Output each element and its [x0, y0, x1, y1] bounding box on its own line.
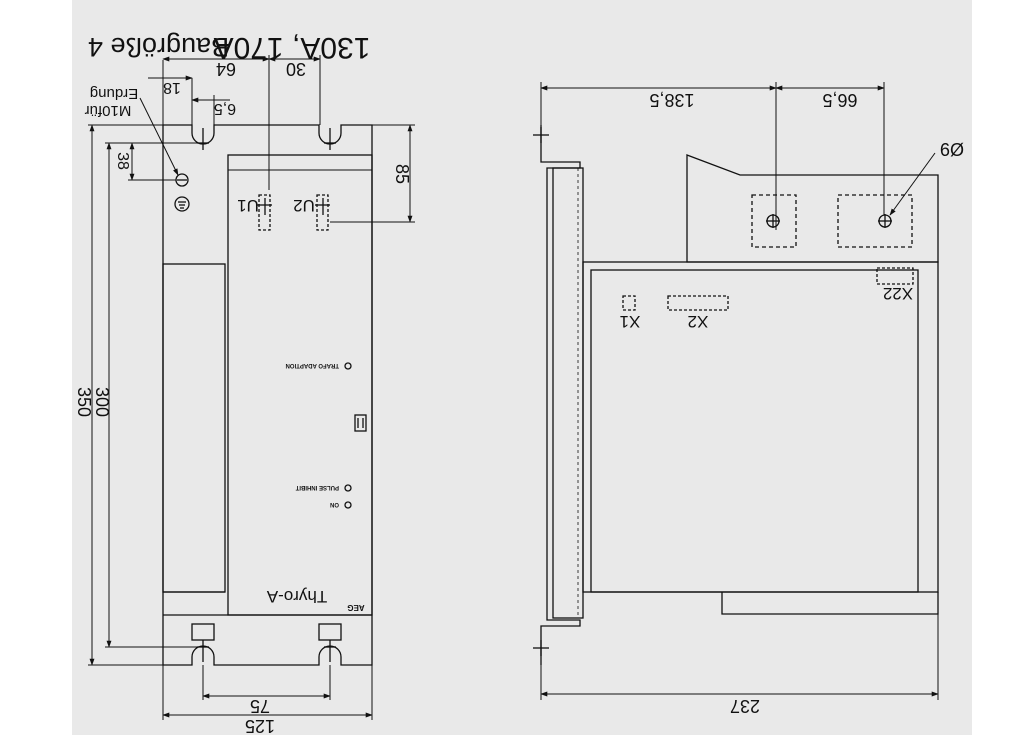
terminal-dashed-1 [751, 194, 797, 248]
terminal-housing [686, 154, 939, 263]
terminal-u2-label: U2 [293, 196, 315, 215]
mounting-bracket [540, 125, 581, 665]
front-view-labels: Erdung M10für 64 30 18 6,5 38 85 350 300… [74, 59, 412, 736]
led-trafo-icon [344, 362, 352, 370]
dip-switch-icon [354, 414, 367, 432]
side-view-labels: 138,5 66,5 237 Ø9 X1 X2 X22 [620, 90, 964, 716]
dim-66-5: 66,5 [822, 90, 857, 110]
dim-85: 85 [392, 164, 412, 184]
led-pulse-label: PULSE INHIBIT [295, 484, 339, 490]
dim-30: 30 [286, 59, 306, 79]
drawing-sheet [72, 0, 972, 735]
terminal-u2-box [316, 194, 329, 231]
product-name: Thyro-A [266, 587, 327, 606]
front-dimensions [88, 55, 415, 720]
terminal-dashed-2 [837, 194, 913, 248]
side-view [533, 82, 939, 700]
dim-6-5: 6,5 [214, 100, 236, 117]
brand-label: AEG [347, 603, 364, 612]
dim-300: 300 [92, 387, 112, 417]
earth-label: Erdung [90, 85, 138, 102]
dim-350: 350 [74, 387, 94, 417]
dim-38: 38 [114, 152, 131, 170]
connector-x1-box [622, 295, 636, 311]
connector-x1-label: X1 [620, 312, 641, 331]
led-on-label: ON [330, 501, 339, 507]
front-panel [590, 269, 919, 593]
dim-75: 75 [250, 696, 270, 716]
terminal-u1-box [258, 194, 271, 231]
dim-64: 64 [216, 59, 236, 79]
dim-138-5: 138,5 [649, 90, 694, 110]
lower-ledge [721, 592, 939, 615]
hole-label: Ø9 [940, 139, 964, 159]
side-dimensions [540, 82, 939, 700]
led-pulse-icon [344, 484, 352, 492]
dim-237: 237 [730, 696, 760, 716]
bolt-label: M10für [85, 102, 132, 119]
connector-x2-label: X2 [688, 312, 709, 331]
front-view [88, 55, 415, 720]
led-on-icon [344, 501, 352, 509]
led-trafo-label: TRAFO ADAPTION [286, 362, 339, 368]
dim-125: 125 [245, 716, 275, 736]
title: Baugröße 4 [88, 32, 229, 62]
connector-x22-box [876, 267, 914, 285]
connector-x2-box [667, 295, 729, 311]
dim-18: 18 [163, 79, 181, 96]
earth-symbol-icon [174, 196, 190, 212]
terminal-u1-label: U1 [237, 196, 259, 215]
connector-x22-label: X22 [883, 284, 913, 303]
